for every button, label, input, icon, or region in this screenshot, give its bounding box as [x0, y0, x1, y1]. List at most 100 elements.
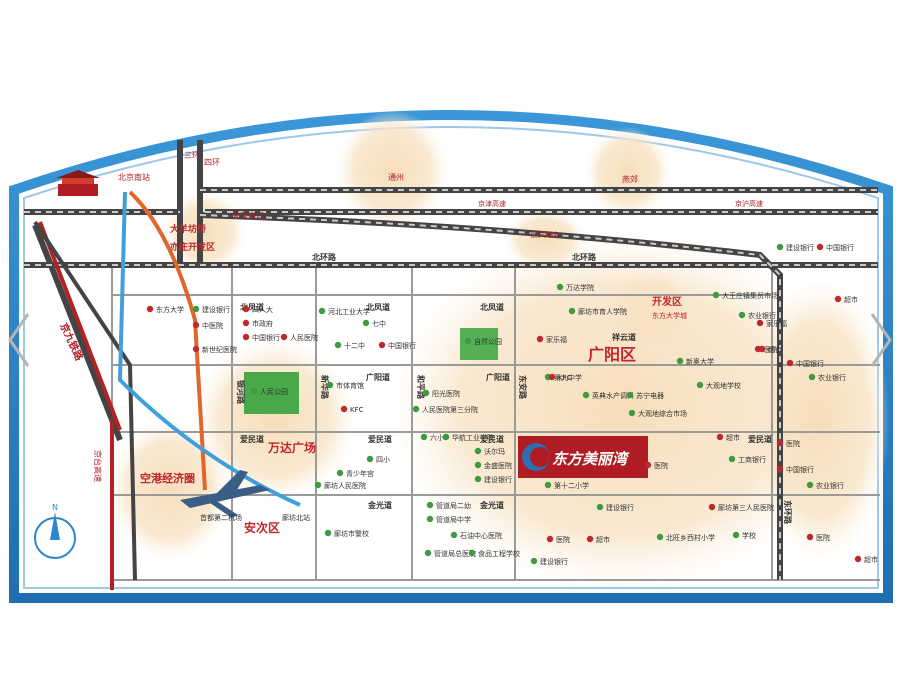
district-halos: [110, 110, 890, 590]
poi-green-dot-icon: [314, 481, 322, 489]
label-tongzhou: 通州: [388, 172, 404, 182]
dongfang-banner: [518, 436, 648, 478]
poi-marker: 农业银行: [738, 311, 776, 320]
road-guangyang: 广阳道: [366, 372, 390, 382]
poi-marker: 青少年宫: [336, 469, 374, 478]
poi-red-dot-icon: [776, 465, 784, 473]
poi-red-dot-icon: [776, 439, 784, 447]
poi-green-dot-icon: [806, 481, 814, 489]
poi-green-dot-icon: [468, 549, 476, 557]
poi-red-dot-icon: [806, 533, 814, 541]
road-aimin-d: 爱民道: [748, 434, 772, 444]
poi-marker: 十二中: [334, 341, 365, 350]
poi-label: 大观地综合市场: [638, 409, 687, 418]
poi-marker: 人民医院: [280, 333, 318, 342]
poi-green-dot-icon: [582, 391, 590, 399]
road-xiangyun: 祥云道: [612, 332, 636, 342]
poi-marker: 新奥大学: [676, 357, 714, 366]
park-block-ziran: [460, 328, 498, 360]
label-langfang-station: 廊坊北站: [282, 513, 310, 522]
poi-label: 管道局中学: [436, 515, 471, 524]
poi-marker: 超市: [834, 295, 858, 304]
poi-label: 家乐福: [546, 335, 567, 344]
next-arrow-icon[interactable]: [866, 310, 896, 370]
tiananmen-icon: [56, 170, 100, 196]
poi-green-dot-icon: [192, 305, 200, 313]
poi-marker: 建设银行: [474, 475, 512, 484]
poi-red-dot-icon: [378, 341, 386, 349]
poi-marker: 农业银行: [806, 481, 844, 490]
label-dongfang-univ: 东方大学城: [652, 311, 687, 320]
poi-label: 廊坊市育人学院: [578, 307, 627, 316]
compass-icon: [34, 512, 76, 559]
poi-marker: 英典水产调料: [582, 391, 634, 400]
poi-red-dot-icon: [192, 345, 200, 353]
poi-marker: 中国银行: [786, 359, 824, 368]
poi-green-dot-icon: [450, 531, 458, 539]
poi-marker: 中国银行: [776, 465, 814, 474]
poi-marker: 医院: [776, 439, 800, 448]
poi-label: 北旺乡西村小学: [666, 533, 715, 542]
poi-red-dot-icon: [146, 305, 154, 313]
poi-green-dot-icon: [596, 503, 604, 511]
poi-label: 石油中心医院: [460, 531, 502, 540]
poi-label: 超市: [726, 433, 740, 442]
label-second-airport: 首都第二机场: [200, 513, 242, 522]
poi-label: 人民医院: [290, 333, 318, 342]
poi-red-dot-icon: [756, 319, 764, 327]
poi-green-dot-icon: [318, 307, 326, 315]
poi-label: 农业银行: [816, 481, 844, 490]
previous-arrow-icon[interactable]: [4, 310, 34, 370]
poi-marker: 学校: [732, 531, 756, 540]
poi-label: 廊坊人民医院: [324, 481, 366, 490]
poi-label: 人民医院第三分院: [422, 405, 478, 414]
poi-marker: 沃尔玛: [474, 447, 505, 456]
label-jingtai-highway: 京台高速: [93, 450, 103, 482]
poi-label: 第十二小学: [554, 481, 589, 490]
road-xinhua: 新华路: [320, 375, 330, 400]
poi-green-dot-icon: [474, 447, 482, 455]
poi-green-dot-icon: [424, 549, 432, 557]
poi-label: 市体育馆: [336, 381, 364, 390]
poi-label: 医院: [654, 461, 668, 470]
poi-label: 学校: [742, 531, 756, 540]
poi-marker: 新世纪医院: [192, 345, 237, 354]
poi-label: 食品工程学校: [478, 549, 520, 558]
poi-layer: 东方大学中医院新世纪医院建设银行四人大市政府中国银行人民医院河北工业大学七中十二…: [146, 243, 878, 566]
poi-label: 中国银行: [252, 333, 280, 342]
poi-green-dot-icon: [732, 531, 740, 539]
poi-red-dot-icon: [340, 405, 348, 413]
poi-marker: 人民公园: [250, 387, 288, 396]
poi-green-dot-icon: [366, 455, 374, 463]
poi-red-dot-icon: [786, 359, 794, 367]
poi-green-dot-icon: [628, 409, 636, 417]
poi-marker: 管道局二幼: [426, 501, 471, 510]
poi-green-dot-icon: [728, 455, 736, 463]
poi-marker: 食品工程学校: [468, 549, 520, 558]
poi-marker: 超市: [716, 433, 740, 442]
poi-red-dot-icon: [536, 335, 544, 343]
poi-marker: 自然公园: [464, 337, 502, 346]
poi-label: 超市: [768, 345, 782, 354]
poi-label: 中医院: [202, 321, 223, 330]
poi-marker: 超市: [586, 535, 610, 544]
poi-marker: 大王庄镇集贸市场: [712, 291, 778, 300]
poi-label: KFC: [350, 406, 364, 414]
poi-green-dot-icon: [326, 381, 334, 389]
poi-green-dot-icon: [556, 283, 564, 291]
label-si-huan: 四环: [204, 158, 220, 167]
label-anci-district: 安次区: [244, 520, 280, 535]
road-aimin-b: 爱民道: [368, 434, 392, 444]
poi-marker: 建设银行: [530, 557, 568, 566]
poi-label: 建设银行: [606, 503, 634, 512]
label-compass-n: N: [52, 503, 58, 512]
poi-marker: 中国银行: [378, 341, 416, 350]
road-beifeng-c: 北凤道: [480, 302, 504, 312]
poi-marker: KFC: [548, 373, 572, 382]
poi-marker: 市体育馆: [326, 381, 364, 390]
poi-label: 农业银行: [748, 311, 776, 320]
road-beifeng-a: 北凤道: [240, 302, 264, 312]
road-jinguang-a: 金光道: [367, 500, 392, 510]
metro-line-orange: [128, 190, 207, 491]
poi-label: 十二中: [344, 341, 365, 350]
